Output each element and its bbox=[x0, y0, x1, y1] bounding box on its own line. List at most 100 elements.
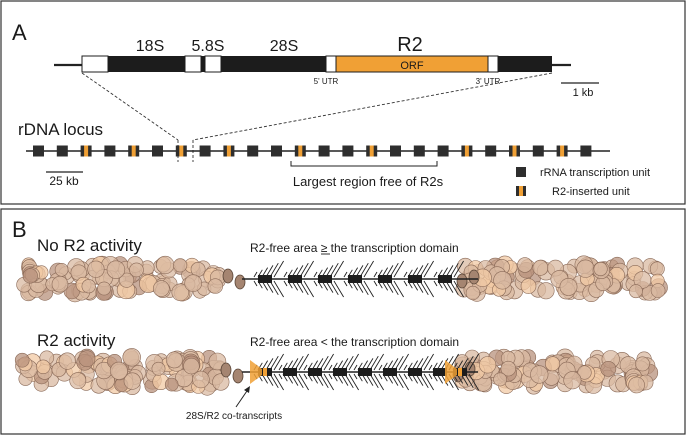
r2-insertion bbox=[560, 145, 565, 157]
nascent-transcript bbox=[282, 373, 288, 382]
transcription-unit bbox=[288, 275, 302, 283]
nucleosome bbox=[123, 372, 141, 390]
row2-caption: R2-free area < the transcription domain bbox=[250, 335, 459, 349]
nucleosome bbox=[119, 272, 135, 288]
nascent-transcript bbox=[403, 280, 408, 287]
r2-insertion bbox=[263, 368, 267, 376]
nascent-transcript bbox=[386, 360, 394, 371]
nascent-transcript bbox=[385, 265, 394, 278]
nascent-transcript bbox=[403, 364, 408, 371]
nucleosome bbox=[22, 268, 38, 284]
rdna-unit bbox=[413, 145, 425, 157]
nucleosome bbox=[493, 372, 507, 387]
nascent-transcript bbox=[323, 373, 334, 391]
nascent-transcript bbox=[423, 353, 434, 371]
nascent-transcript bbox=[317, 269, 323, 278]
nascent-transcript bbox=[295, 280, 304, 293]
rdna-unit bbox=[437, 145, 449, 157]
nascent-transcript bbox=[328, 364, 333, 371]
nascent-transcript bbox=[390, 358, 399, 371]
nascent-transcript bbox=[394, 373, 404, 389]
legend-rrna-label: rRNA transcription unit bbox=[540, 167, 650, 179]
nascent-transcript bbox=[403, 271, 408, 278]
rdna-unit bbox=[390, 145, 401, 157]
nascent-transcript bbox=[299, 262, 309, 278]
nucleosome bbox=[171, 283, 190, 302]
locus-title: rDNA locus bbox=[18, 120, 103, 139]
nucleosome bbox=[35, 359, 51, 374]
nascent-transcript bbox=[278, 364, 283, 371]
nucleosome bbox=[577, 365, 592, 380]
nucleosome bbox=[232, 368, 244, 384]
nascent-transcript bbox=[348, 353, 359, 371]
nascent-transcript bbox=[311, 360, 319, 371]
nascent-transcript bbox=[291, 280, 299, 291]
nascent-transcript bbox=[351, 267, 359, 278]
row1-caption: R2-free area ≥ the transcription domain bbox=[250, 241, 459, 255]
nucleosome bbox=[156, 255, 175, 275]
nucleosome bbox=[479, 356, 497, 374]
nucleosome bbox=[54, 262, 69, 277]
nucleosome bbox=[593, 261, 608, 276]
nucleosome bbox=[164, 377, 179, 392]
nascent-transcript bbox=[432, 373, 438, 382]
r2-insertion bbox=[298, 145, 303, 157]
nascent-transcript bbox=[307, 362, 313, 371]
nascent-transcript bbox=[428, 364, 433, 371]
nascent-transcript bbox=[407, 373, 413, 382]
nascent-transcript bbox=[294, 355, 304, 371]
nascent-transcript bbox=[261, 360, 269, 371]
nascent-transcript bbox=[369, 355, 379, 371]
nucleosome bbox=[635, 356, 650, 372]
nucleosome bbox=[212, 373, 230, 391]
nascent-transcript bbox=[261, 280, 269, 291]
nascent-transcript bbox=[261, 267, 269, 278]
nascent-transcript bbox=[441, 267, 449, 278]
nascent-transcript bbox=[437, 269, 443, 278]
nascent-transcript bbox=[359, 280, 369, 296]
nascent-transcript bbox=[365, 373, 374, 386]
nucleosome bbox=[81, 279, 96, 294]
nascent-transcript bbox=[340, 373, 349, 386]
nascent-transcript bbox=[390, 373, 399, 386]
r2-insertion bbox=[131, 145, 136, 157]
nascent-transcript bbox=[378, 373, 383, 380]
label-3utr: 3' UTR bbox=[476, 77, 501, 86]
nascent-transcript bbox=[445, 265, 454, 278]
nascent-transcript bbox=[336, 360, 344, 371]
nascent-transcript bbox=[407, 280, 413, 289]
nascent-transcript bbox=[419, 373, 429, 389]
nascent-transcript bbox=[315, 373, 324, 386]
row1-title: No R2 activity bbox=[37, 236, 142, 255]
nascent-transcript bbox=[325, 280, 334, 293]
nascent-transcript bbox=[377, 280, 383, 289]
nascent-transcript bbox=[432, 362, 438, 371]
cotranscript-label: 28S/R2 co-transcripts bbox=[186, 411, 282, 422]
nascent-transcript bbox=[333, 280, 344, 298]
nucleosome bbox=[520, 278, 537, 294]
nascent-transcript bbox=[347, 280, 353, 289]
rdna-unit bbox=[342, 145, 354, 157]
nucleosome bbox=[500, 360, 516, 377]
nucleosome bbox=[153, 280, 170, 297]
nucleosome bbox=[629, 284, 643, 299]
nascent-transcript bbox=[273, 373, 284, 391]
nucleosome bbox=[559, 277, 578, 296]
transcription-unit bbox=[433, 368, 447, 376]
nascent-transcript bbox=[348, 373, 359, 391]
nucleosome bbox=[109, 361, 128, 380]
nascent-transcript bbox=[407, 269, 413, 278]
rdna-unit bbox=[580, 145, 592, 157]
label-18s: 18S bbox=[136, 38, 164, 55]
label-5utr: 5' UTR bbox=[314, 77, 339, 86]
nascent-transcript bbox=[440, 358, 449, 371]
rdna-unit bbox=[152, 145, 163, 157]
nucleosome bbox=[184, 274, 202, 293]
nascent-transcript bbox=[363, 280, 374, 298]
nascent-transcript bbox=[393, 260, 404, 278]
free-region-label: Largest region free of R2s bbox=[293, 174, 444, 189]
nascent-transcript bbox=[328, 373, 333, 380]
nascent-transcript bbox=[382, 362, 388, 371]
nascent-transcript bbox=[386, 373, 394, 384]
cotranscript-highlight bbox=[445, 360, 457, 384]
